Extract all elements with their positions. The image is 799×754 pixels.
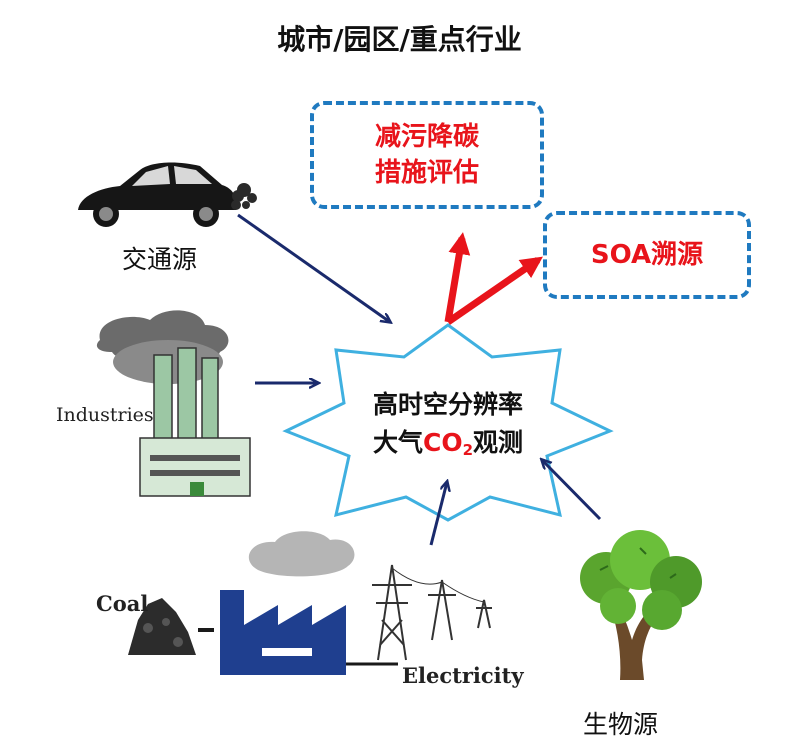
industries-label: Industries bbox=[56, 404, 154, 426]
diagram-title: 城市/园区/重点行业 bbox=[277, 23, 522, 56]
co2-formula: CO2 bbox=[422, 428, 474, 459]
center-star-shape bbox=[282, 323, 614, 522]
center-line1: 高时空分辨率 bbox=[372, 390, 523, 419]
measures-line2: 措施评估 bbox=[374, 158, 479, 188]
measures-line1: 减污降碳 bbox=[374, 122, 479, 152]
arrow-from-power bbox=[429, 482, 447, 546]
center-observation-label: 高时空分辨率 大气CO2观测 bbox=[348, 386, 548, 469]
center-line2-prefix: 大气 bbox=[372, 428, 423, 457]
car-icon bbox=[78, 162, 237, 227]
power-plant-icon bbox=[220, 531, 398, 675]
exhaust-smoke-icon bbox=[231, 183, 257, 210]
co2-main: CO bbox=[422, 428, 463, 457]
co2-subscript: 2 bbox=[462, 441, 474, 459]
measures-evaluation-box: 减污降碳 措施评估 bbox=[310, 101, 544, 209]
coal-label: Coal bbox=[96, 591, 149, 616]
transmission-tower-icon bbox=[372, 564, 492, 661]
arrow-from-biogenic bbox=[542, 460, 602, 521]
arrow-to-soa bbox=[446, 256, 543, 325]
soa-label: SOA溯源 bbox=[590, 240, 704, 270]
coal-pile-icon bbox=[128, 598, 196, 655]
center-line2: 大气CO2观测 bbox=[348, 424, 548, 469]
tree-icon bbox=[580, 530, 702, 680]
biogenic-source-label: 生物源 bbox=[583, 710, 659, 739]
traffic-source-label: 交通源 bbox=[122, 245, 198, 274]
arrow-to-measures bbox=[444, 232, 471, 323]
arrow-from-traffic bbox=[237, 213, 390, 322]
industry-factory-icon bbox=[96, 310, 251, 497]
electricity-label: Electricity bbox=[402, 663, 524, 688]
center-line2-suffix: 观测 bbox=[473, 428, 524, 457]
soa-source-box: SOA溯源 bbox=[543, 211, 751, 299]
